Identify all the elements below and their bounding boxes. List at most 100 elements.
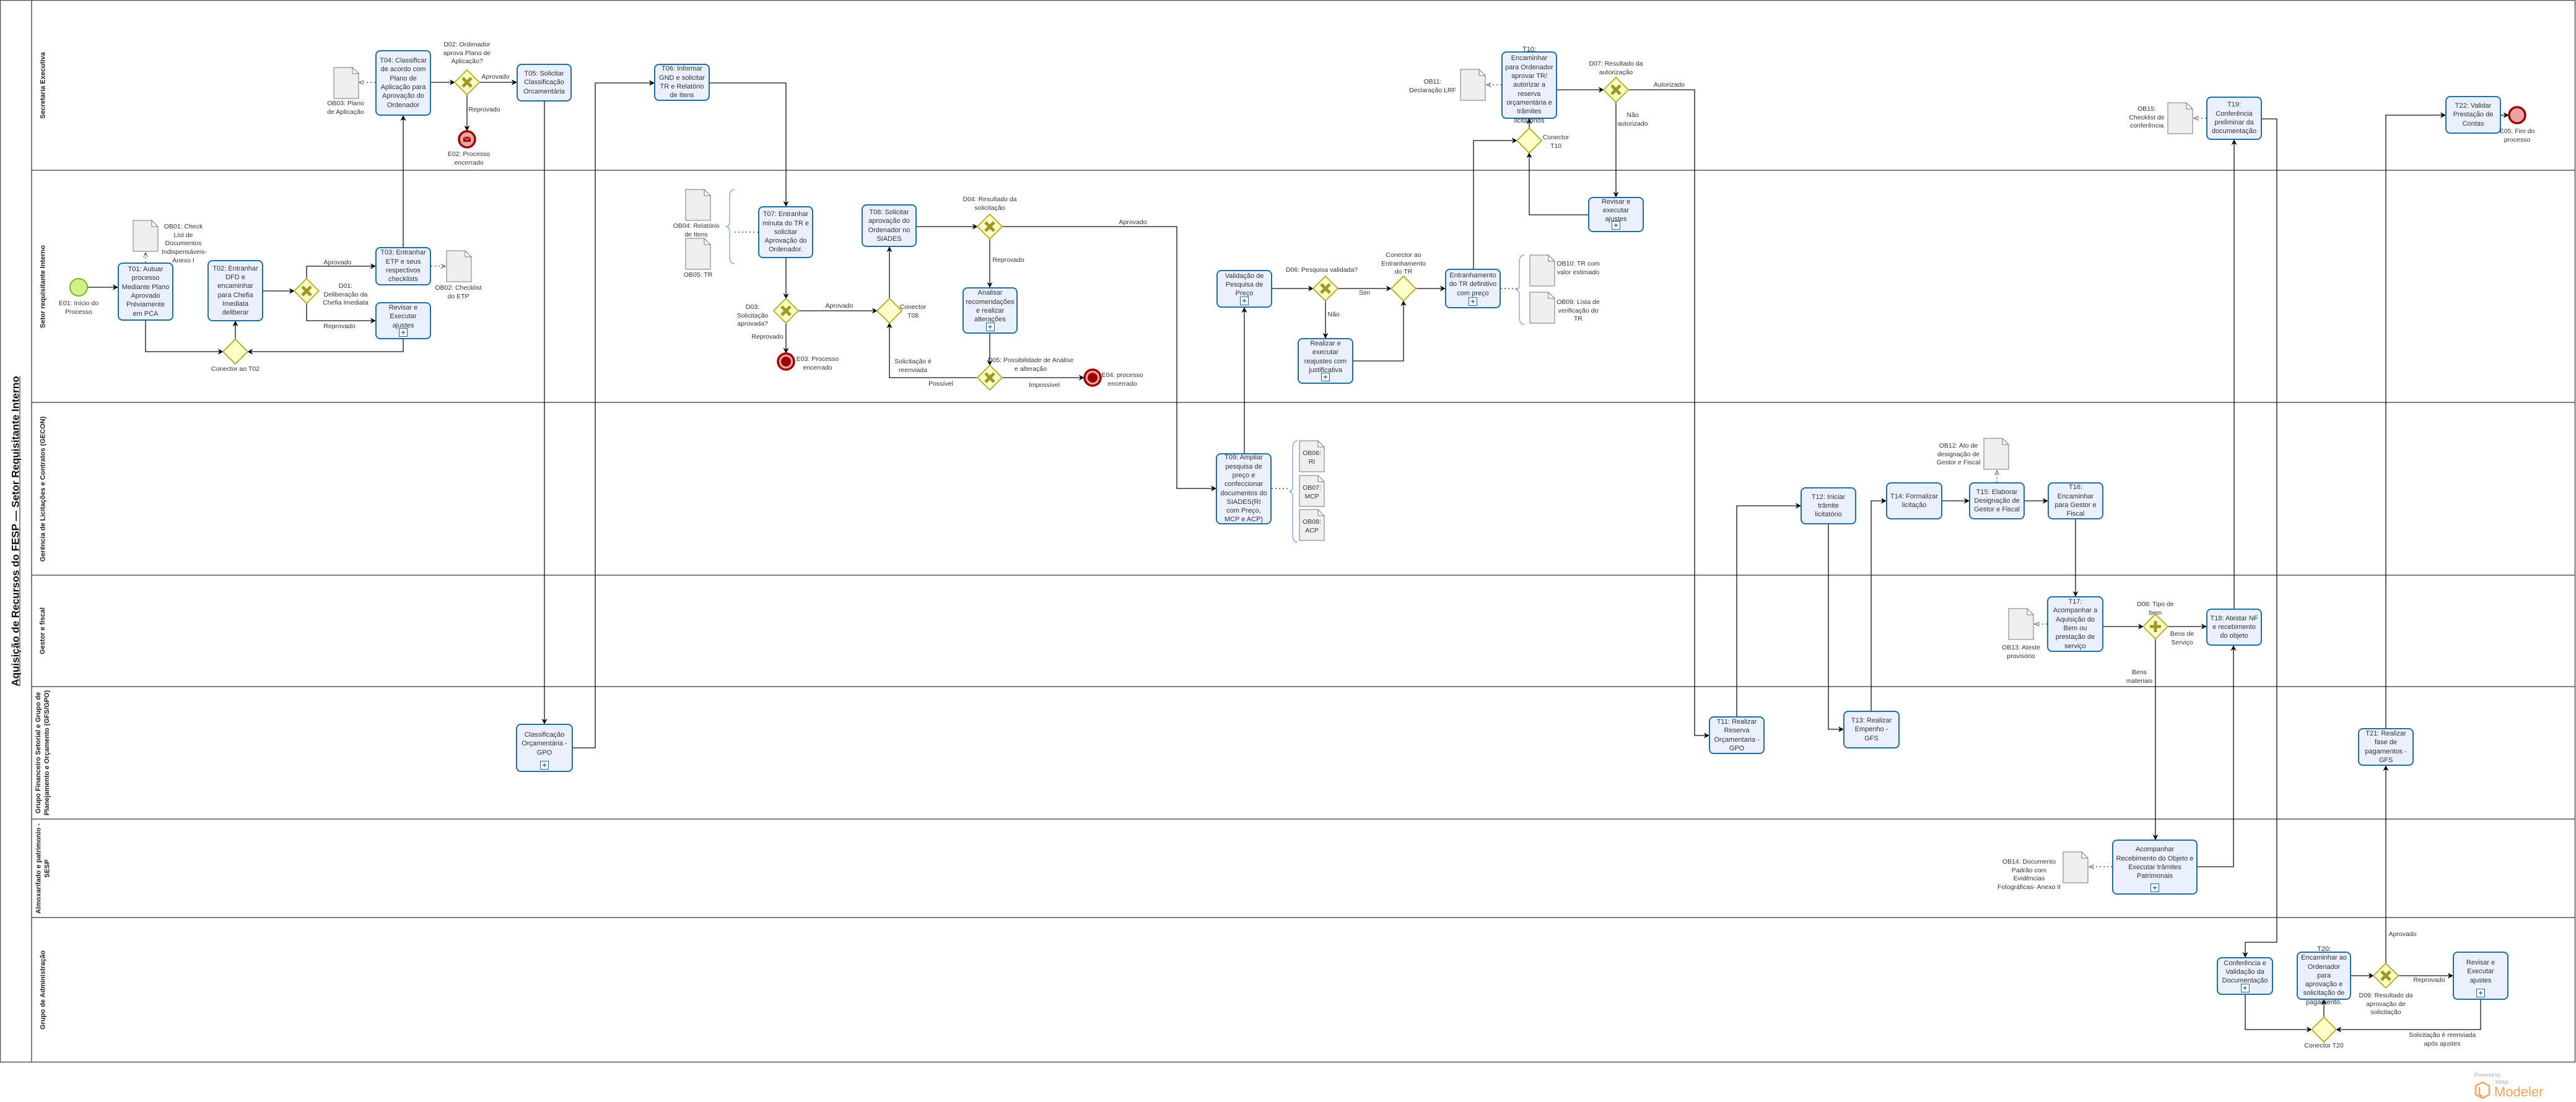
document-icon-ob08[interactable] xyxy=(1299,509,1325,541)
subprocess-expand-icon[interactable]: + xyxy=(399,328,408,337)
task-ent[interactable]: Entranhamento do TR definitivo com preço… xyxy=(1445,269,1501,308)
sequence-flow[interactable] xyxy=(1828,524,1844,732)
sequence-flow[interactable] xyxy=(306,303,376,324)
task-t21[interactable]: T21: Realizar fase de pagamentos - GFS xyxy=(2358,728,2414,766)
task-t13[interactable]: T13: Realizar Empenho - GFS xyxy=(1843,711,1900,748)
task-gpo[interactable]: Classificação Orçamentária - GPO+ xyxy=(516,724,573,772)
event-e01[interactable] xyxy=(69,278,88,297)
gateway-d07[interactable] xyxy=(1602,76,1630,103)
pool-border xyxy=(0,0,2576,1063)
task-t20[interactable]: T20: Encaminhar ao Ordenador para aprova… xyxy=(2297,945,2351,1006)
task-t05[interactable]: T05: Solicitar Classificação Orcamentári… xyxy=(517,64,572,102)
task-t08[interactable]: T08: Solicitar aprovação do Ordenador no… xyxy=(862,204,917,247)
subprocess-expand-icon[interactable]: + xyxy=(2240,984,2250,992)
document-icon-ob11[interactable] xyxy=(1460,69,1486,101)
sequence-flow[interactable] xyxy=(145,321,224,355)
document-icon-ob01[interactable] xyxy=(133,220,159,252)
task-t11[interactable]: T11: Realizar Reserva Orçamentaria - GPO xyxy=(1709,716,1765,754)
gateway-d01[interactable] xyxy=(293,277,320,305)
sequence-flow[interactable] xyxy=(2385,112,2446,728)
task-t15[interactable]: T15: Elaborar Designação de Gestor e Fis… xyxy=(1969,482,2025,519)
gateway-ct08[interactable] xyxy=(876,297,903,324)
sequence-flow[interactable] xyxy=(573,80,655,748)
document-icon-ob10[interactable] xyxy=(1529,254,1555,287)
task-t09[interactable]: T09: Ampliar pesquisa de preço e confecc… xyxy=(1216,453,1272,524)
gateway-d03[interactable] xyxy=(772,297,800,324)
document-icon-ob15[interactable] xyxy=(2167,102,2193,134)
sequence-flow[interactable] xyxy=(306,263,376,279)
task-t12[interactable]: T12: Iniciar trâmite licitatório xyxy=(1801,487,1856,524)
event-e03[interactable] xyxy=(777,352,795,371)
task-rea[interactable]: Realizar e executar reajustes com justif… xyxy=(1298,338,1353,384)
sequence-flow[interactable] xyxy=(2245,995,2312,1033)
subprocess-expand-icon[interactable]: + xyxy=(1469,297,1477,306)
task-t19[interactable]: T19: Conferência preliminar da documenta… xyxy=(2206,97,2262,140)
event-e02[interactable] xyxy=(458,130,476,149)
task-t14[interactable]: T14: Formalizar licitação xyxy=(1886,482,1942,519)
gateway-d08[interactable] xyxy=(2142,613,2169,640)
gateway-ct02[interactable] xyxy=(222,338,249,365)
task-conf[interactable]: Conferência e Validação da Documentação+ xyxy=(2217,957,2273,995)
events-e05-label-label: E05: Fim do processo xyxy=(2499,128,2535,144)
events-e01-label-label: E01: Início do Processo xyxy=(58,300,99,316)
task-t03[interactable]: T03: Entranhar ETP e seus respectivos ch… xyxy=(375,247,431,285)
gateway-ct20[interactable] xyxy=(2310,1016,2338,1043)
task-ana[interactable]: Analisar recomendações e realizar altera… xyxy=(963,287,1018,334)
sequence-flow[interactable] xyxy=(1353,300,1407,362)
task-acomp[interactable]: Acompanhar Recebimento do Objeto e Execu… xyxy=(2112,840,2198,895)
subprocess-expand-icon[interactable]: + xyxy=(985,323,995,331)
subprocess-expand-icon[interactable]: + xyxy=(1240,297,1249,305)
task-t02[interactable]: T02: Entranhar DFD e encaminhar para Che… xyxy=(207,260,263,321)
gateway-d05[interactable] xyxy=(976,364,1003,391)
sequence-flow[interactable] xyxy=(886,323,977,378)
gateway-ct10[interactable] xyxy=(1516,127,1543,154)
document-icon-ob03[interactable] xyxy=(333,67,359,99)
gateway-d06[interactable] xyxy=(1312,275,1339,302)
event-e05[interactable] xyxy=(2508,106,2526,124)
sequence-flow[interactable] xyxy=(1526,152,1588,215)
task-t10[interactable]: T10: Encaminhar para Ordenador aprovar T… xyxy=(1501,46,1557,124)
document-icon-ob06[interactable] xyxy=(1299,440,1325,472)
task-t17[interactable]: T17: Acompanhar a Aquisição do Bem ou pr… xyxy=(2047,596,2103,652)
event-e04[interactable] xyxy=(1083,368,1102,387)
flow-labels-d04-aprovado-label: Aprovado xyxy=(1119,219,1147,226)
task-t18[interactable]: T18: Atestar NF e recebimento do objeto xyxy=(2206,609,2262,646)
task-t06[interactable]: T06: Informar GND e solicitar TR e Relat… xyxy=(654,64,710,101)
subprocess-expand-icon[interactable]: + xyxy=(2476,989,2485,997)
task-t16[interactable]: T16: Encaminhar para Gestor e Fiscal xyxy=(2048,482,2103,519)
subprocess-expand-icon[interactable]: + xyxy=(1321,373,1330,381)
sequence-flow[interactable] xyxy=(710,82,789,207)
sequence-flow[interactable] xyxy=(247,339,404,355)
document-icon-ob04[interactable] xyxy=(685,189,711,221)
subprocess-expand-icon[interactable]: + xyxy=(1612,221,1620,230)
task-t04[interactable]: T04: Classificar de acordo com Plano de … xyxy=(375,50,431,116)
gateway-d02[interactable] xyxy=(453,69,481,96)
sequence-flow[interactable] xyxy=(1628,89,1709,739)
gateway-d09[interactable] xyxy=(2372,962,2399,989)
sequence-flow[interactable] xyxy=(1736,503,1801,716)
document-icon-ob02[interactable] xyxy=(446,250,472,282)
task-t22[interactable]: T22: Validar Prestação de Contas xyxy=(2445,96,2501,134)
task-t07[interactable]: T07: Entranhar minuta do TR e solicitar … xyxy=(758,206,813,258)
task-rev1[interactable]: Revisar e Executar ajustes+ xyxy=(375,302,431,339)
document-icon-ob12[interactable] xyxy=(1983,438,2009,470)
sequence-flow[interactable] xyxy=(1473,137,1517,269)
sequence-flow[interactable] xyxy=(1002,226,1216,492)
gateway-d04[interactable] xyxy=(976,213,1003,240)
document-icon-ob14[interactable] xyxy=(2063,851,2089,883)
document-icon-ob13[interactable] xyxy=(2008,608,2034,640)
document-icon-ob07[interactable] xyxy=(1299,475,1325,507)
sequence-flow[interactable] xyxy=(2242,118,2277,958)
task-rev2[interactable]: Revisar e executar ajustes+ xyxy=(1588,197,1644,232)
sequence-flow[interactable] xyxy=(2198,645,2237,867)
document-icon-ob09[interactable] xyxy=(1529,292,1555,324)
subprocess-expand-icon[interactable]: + xyxy=(540,761,549,770)
sequence-flow[interactable] xyxy=(1871,498,1887,711)
gateway-cent[interactable] xyxy=(1390,275,1417,302)
document-icon-ob05[interactable] xyxy=(685,238,711,270)
task-rev3[interactable]: Revisar e Executar ajustes+ xyxy=(2453,952,2508,1000)
task-val[interactable]: Validação de Pesquisa de Preço+ xyxy=(1216,270,1272,308)
subprocess-expand-icon[interactable]: + xyxy=(2150,883,2159,892)
sequence-flow[interactable] xyxy=(2336,1000,2481,1033)
task-t01[interactable]: T01: Autuar processo Mediante Plano Apro… xyxy=(118,262,173,321)
